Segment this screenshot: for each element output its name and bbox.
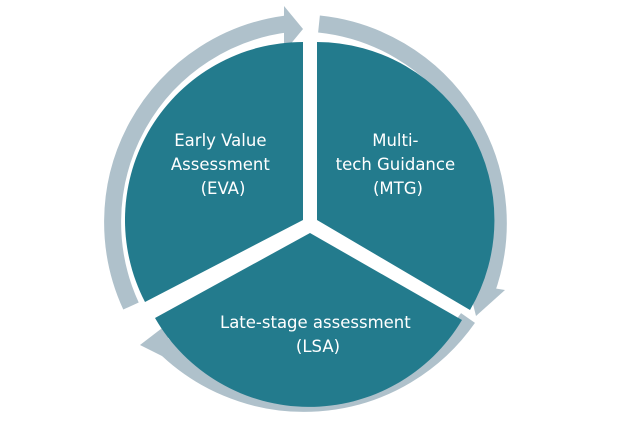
segment-lsa (155, 233, 462, 407)
segment-eva (124, 42, 303, 302)
ring-arrow-right (318, 15, 507, 295)
label-eva-line-1: Early Value (174, 131, 266, 150)
label-mtg-line-1: Multi- (372, 131, 418, 150)
ring-arrowhead-bottom (140, 322, 170, 358)
ring-arrow-top (104, 15, 288, 310)
label-mtg: Multi- tech Guidance (MTG) (336, 131, 461, 198)
segments (124, 42, 495, 407)
label-lsa-line-2: (LSA) (296, 337, 340, 356)
segment-mtg (317, 42, 495, 310)
label-lsa-line-1: Late-stage assessment (220, 313, 411, 332)
segment-labels: Early Value Assessment (EVA) Multi- tech… (171, 131, 461, 356)
label-mtg-line-3: (MTG) (373, 179, 423, 198)
label-eva: Early Value Assessment (EVA) (171, 131, 275, 198)
label-lsa: Late-stage assessment (LSA) (220, 313, 416, 356)
label-mtg-line-2: tech Guidance (336, 155, 456, 174)
label-eva-line-2: Assessment (171, 155, 271, 174)
ring-arrowhead-top (284, 6, 303, 52)
label-eva-line-3: (EVA) (201, 179, 246, 198)
